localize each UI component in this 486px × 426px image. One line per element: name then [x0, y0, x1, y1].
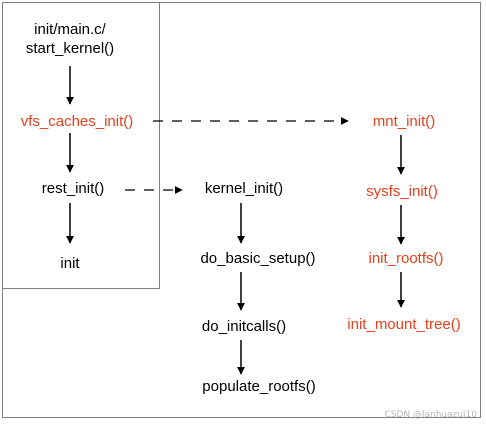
- watermark-text: CSDN @lanhuazui10: [384, 410, 477, 420]
- main-c-box: [2, 2, 160, 289]
- mnt-init-label: mnt_init(): [373, 113, 436, 130]
- do-basic-setup-label: do_basic_setup(): [200, 250, 315, 267]
- kernel-init-label: kernel_init(): [205, 180, 283, 197]
- do-initcalls-label: do_initcalls(): [202, 318, 286, 335]
- populate-rootfs-label: populate_rootfs(): [202, 378, 315, 395]
- rest-init-label: rest_init(): [42, 180, 105, 197]
- sysfs-init-label: sysfs_init(): [366, 183, 438, 200]
- file-label: init/main.c/: [34, 21, 107, 38]
- init-label: init: [60, 255, 80, 272]
- init-mount-tree-label: init_mount_tree(): [347, 316, 460, 333]
- vfs-caches-init-label: vfs_caches_init(): [21, 113, 134, 130]
- start-kernel-label: start_kernel(): [26, 40, 114, 57]
- init-rootfs-label: init_rootfs(): [368, 250, 443, 267]
